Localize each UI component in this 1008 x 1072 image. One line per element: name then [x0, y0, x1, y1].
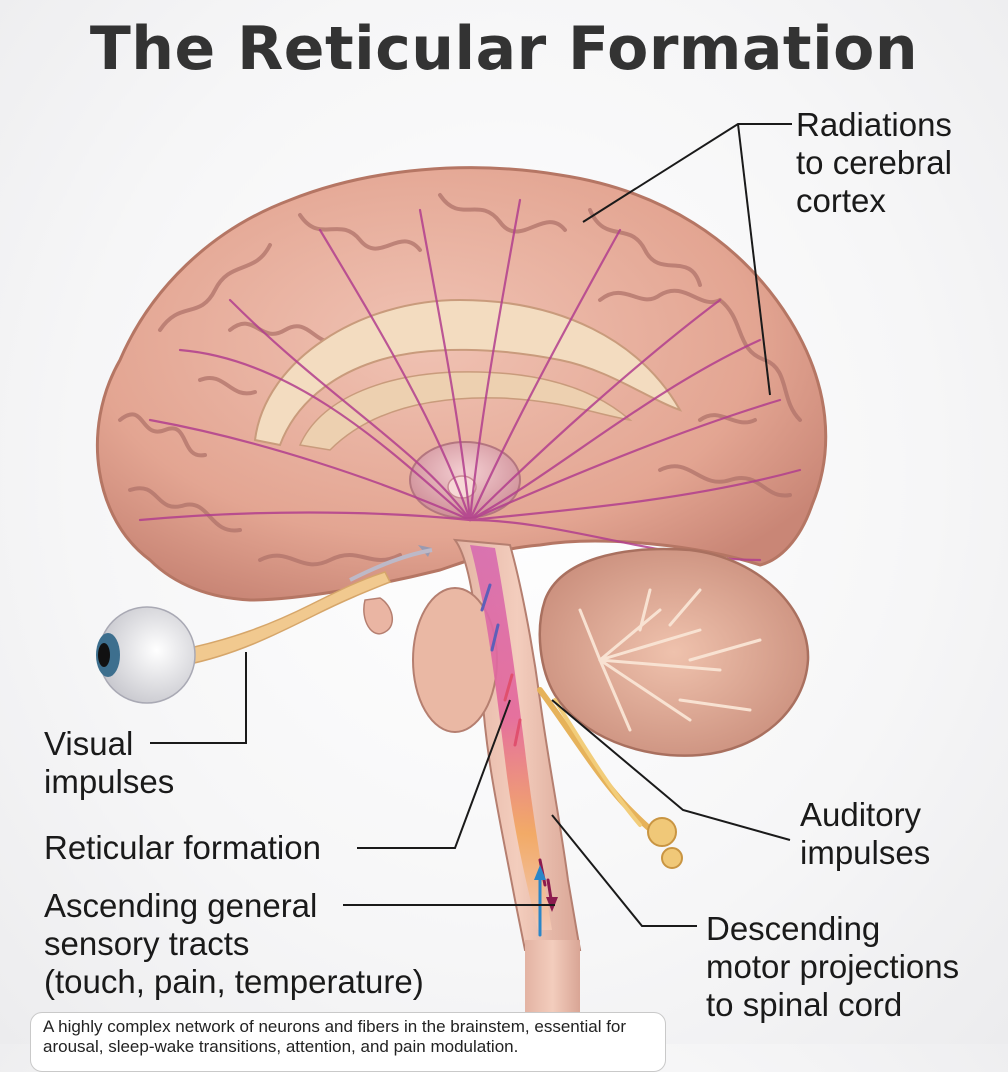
label-descending-line1: Descending: [706, 910, 881, 947]
label-ascending-line2: sensory tracts: [44, 925, 250, 962]
cerebellum: [538, 547, 810, 757]
label-descending: Descending motor projections to spinal c…: [706, 910, 959, 1024]
label-ascending-line1: Ascending general: [44, 887, 318, 924]
label-visual-line2: impulses: [44, 763, 175, 800]
label-reticular: Reticular formation: [44, 829, 321, 867]
auditory-nerve: [537, 687, 683, 869]
label-descending-line3: to spinal cord: [706, 986, 903, 1023]
label-ascending-line3: (touch, pain, temperature): [44, 963, 424, 1000]
label-reticular-line1: Reticular formation: [44, 829, 321, 866]
brain-illustration: [95, 123, 828, 1044]
reticular-core: [470, 545, 552, 930]
leader-lines: [150, 123, 792, 927]
label-auditory-line1: Auditory: [800, 796, 922, 833]
caption-box: A highly complex network of neurons and …: [30, 1012, 666, 1072]
label-radiations-line3: cortex: [796, 182, 886, 219]
label-auditory-line2: impulses: [800, 834, 931, 871]
caption-text: A highly complex network of neurons and …: [43, 1017, 627, 1056]
label-auditory: Auditory impulses: [800, 796, 930, 872]
label-ascending: Ascending general sensory tracts (touch,…: [44, 887, 424, 1001]
brainstem: [349, 538, 582, 951]
page-title: The Reticular Formation: [89, 14, 919, 84]
cerebrum: [95, 166, 828, 602]
eye-and-optic-nerve: [96, 571, 392, 704]
pituitary: [363, 597, 394, 635]
label-radiations-line1: Radiations: [796, 106, 952, 143]
label-radiations-line2: to cerebral: [796, 144, 952, 181]
label-descending-line2: motor projections: [706, 948, 960, 985]
label-visual-line1: Visual: [44, 725, 134, 762]
label-visual: Visual impulses: [44, 725, 174, 801]
label-radiations: Radiations to cerebral cortex: [796, 106, 952, 220]
